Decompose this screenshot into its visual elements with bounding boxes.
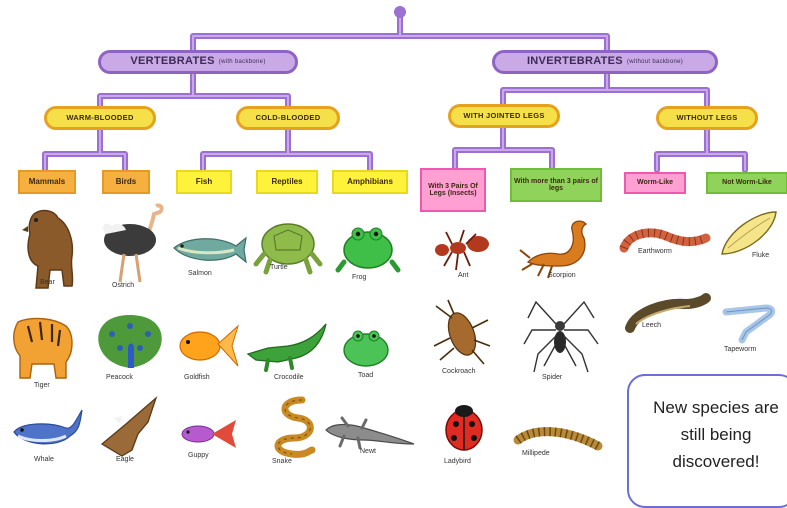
fluke-label: Fluke <box>752 252 769 259</box>
peacock-label: Peacock <box>106 374 133 381</box>
fluke-illustration: Fluke <box>716 208 787 272</box>
worm-like-box: Worm-Like <box>624 172 686 194</box>
peacock-illustration: Peacock <box>92 312 168 388</box>
turtle-illustration: Turtle <box>250 216 326 286</box>
newt-illustration: Newt <box>322 414 418 462</box>
spider-label: Spider <box>542 374 562 381</box>
cockroach-illustration: Cockroach <box>428 298 498 382</box>
spider-icon <box>522 292 600 384</box>
whale-label: Whale <box>34 456 54 463</box>
bear-illustration: Bear <box>14 204 84 294</box>
salmon-label: Salmon <box>188 270 212 277</box>
crocodile-illustration: Crocodile <box>244 320 330 386</box>
ostrich-icon <box>94 200 168 292</box>
ant-illustration: Ant <box>430 220 496 284</box>
tapeworm-illustration: Tapeworm <box>716 302 787 360</box>
earthworm-label: Earthworm <box>638 248 672 255</box>
vertebrates-subtitle: (with backbone) <box>219 59 266 65</box>
guppy-icon <box>176 414 242 470</box>
leech-illustration: Leech <box>624 292 710 344</box>
millipede-icon <box>512 420 604 472</box>
earthworm-illustration: Earthworm <box>618 218 712 268</box>
guppy-label: Guppy <box>188 452 209 459</box>
invertebrates-node: INVERTEBRATES (without backbone) <box>492 50 718 74</box>
eagle-label: Eagle <box>116 456 134 463</box>
earthworm-icon <box>618 218 712 268</box>
amphibians-box: Amphibians <box>332 170 408 194</box>
toad-label: Toad <box>358 372 373 379</box>
cold-blooded-node: COLD-BLOODED <box>236 106 340 130</box>
vertebrates-title: VERTEBRATES <box>130 56 214 68</box>
tapeworm-label: Tapeworm <box>724 346 756 353</box>
fluke-icon <box>716 208 787 272</box>
ladybird-label: Ladybird <box>444 458 471 465</box>
turtle-icon <box>250 216 326 286</box>
spider-illustration: Spider <box>522 292 600 384</box>
scorpion-illustration: Scorpion <box>518 214 598 288</box>
snake-label: Snake <box>272 458 292 465</box>
whale-illustration: Whale <box>10 400 86 472</box>
crocodile-label: Crocodile <box>274 374 304 381</box>
cockroach-label: Cockroach <box>442 368 475 375</box>
toad-illustration: Toad <box>336 322 400 386</box>
ostrich-label: Ostrich <box>112 282 134 289</box>
tiger-label: Tiger <box>34 382 50 389</box>
frog-illustration: Frog <box>334 222 400 286</box>
goldfish-label: Goldfish <box>184 374 210 381</box>
newt-label: Newt <box>360 448 376 455</box>
goldfish-illustration: Goldfish <box>174 318 240 388</box>
bear-label: Bear <box>40 279 55 286</box>
jointed-legs-node: WITH JOINTED LEGS <box>448 104 560 128</box>
tiger-illustration: Tiger <box>8 312 82 394</box>
scorpion-label: Scorpion <box>548 272 576 279</box>
fish-box: Fish <box>176 170 232 194</box>
warm-blooded-node: WARM-BLOODED <box>44 106 156 130</box>
ostrich-illustration: Ostrich <box>94 200 168 292</box>
new-species-note-text: New species are still being discovered! <box>640 394 787 475</box>
guppy-illustration: Guppy <box>176 414 242 470</box>
salmon-illustration: Salmon <box>168 230 248 284</box>
leech-icon <box>624 292 710 344</box>
ant-label: Ant <box>458 272 469 279</box>
more-legs-box: With more than 3 pairs of legs <box>510 168 602 202</box>
ladybird-illustration: Ladybird <box>432 396 496 472</box>
without-legs-node: WITHOUT LEGS <box>656 106 758 130</box>
eagle-illustration: Eagle <box>96 394 166 472</box>
frog-icon <box>334 222 400 286</box>
invertebrates-subtitle: (without backbone) <box>627 59 683 65</box>
frog-label: Frog <box>352 274 366 281</box>
reptiles-box: Reptiles <box>256 170 318 194</box>
vertebrates-node: VERTEBRATES (with backbone) <box>98 50 298 74</box>
leech-label: Leech <box>642 322 661 329</box>
birds-box: Birds <box>102 170 150 194</box>
insects-box: With 3 Pairs Of Legs (Insects) <box>420 168 486 212</box>
millipede-illustration: Millipede <box>512 420 604 472</box>
snake-illustration: Snake <box>262 394 320 470</box>
turtle-label: Turtle <box>270 264 288 271</box>
mammals-box: Mammals <box>18 170 76 194</box>
invertebrates-title: INVERTEBRATES <box>527 56 623 68</box>
not-worm-like-box: Not Worm-Like <box>706 172 787 194</box>
millipede-label: Millipede <box>522 450 550 457</box>
